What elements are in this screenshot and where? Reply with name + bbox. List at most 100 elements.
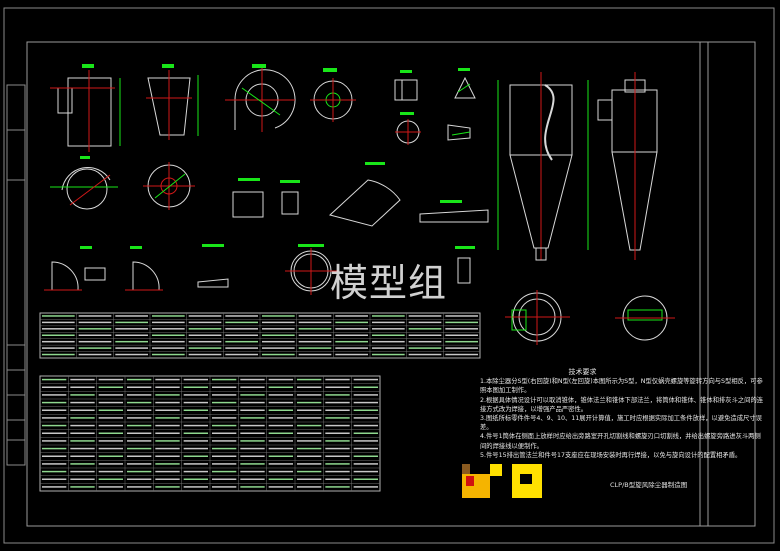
table-cell-mark [325, 424, 350, 427]
table-cell-mark [268, 470, 293, 473]
table-cell-mark [212, 455, 237, 457]
table-cell-mark [127, 486, 152, 488]
table-cell-mark [78, 321, 112, 324]
table-cell-mark [268, 386, 293, 388]
table-cell-mark [188, 334, 222, 336]
table-cell-mark [353, 463, 378, 465]
table-cell-mark [297, 486, 322, 488]
table-cell-mark [298, 347, 332, 349]
left-title-strip [6, 84, 26, 466]
table-cell-mark [127, 447, 152, 450]
table-cell-mark [212, 463, 237, 465]
table-cell-mark [155, 447, 180, 450]
table-cell-mark [127, 432, 152, 434]
table-cell-mark [98, 470, 123, 473]
table-cell-mark [297, 424, 322, 427]
table-cell-mark [325, 478, 350, 480]
table-cell-mark [70, 417, 95, 419]
table-cell-mark [335, 340, 368, 343]
table-cell-mark [155, 432, 180, 434]
table-cell-mark [212, 478, 237, 480]
table-cell-mark [78, 315, 112, 317]
table-cell-mark [42, 315, 75, 317]
table-cell-mark [152, 334, 185, 336]
table-cell-mark [155, 478, 180, 480]
table-cell-mark [325, 401, 350, 404]
table-cell-mark [70, 447, 95, 450]
table-cell-mark [325, 409, 350, 411]
table-cell-mark [408, 328, 442, 330]
part-quarter-arcs [44, 244, 229, 291]
table-cell-mark [98, 386, 123, 388]
table-cell-mark [70, 401, 95, 404]
tech-item: 4.件号1筒体在侧面上放样时应给出旁路室开孔切割线和螺旋刃口切割线，并给出螺旋旁… [480, 433, 761, 450]
table-cell-mark [408, 353, 442, 356]
table-cell-mark [127, 455, 152, 457]
table-cell-mark [98, 432, 123, 434]
table-cell-mark [42, 409, 67, 411]
table-cell-mark [240, 432, 265, 434]
table-cell-mark [155, 386, 180, 388]
table-cell-mark [240, 424, 265, 427]
table-cell-mark [70, 432, 95, 434]
table-cell-mark [353, 447, 378, 450]
table-cell-mark [297, 394, 322, 396]
table-cell-mark [325, 432, 350, 434]
table-cell-mark [408, 347, 442, 349]
table-cell-mark [262, 347, 295, 349]
table-cell-mark [325, 447, 350, 450]
table-cell-mark [212, 447, 237, 450]
table-cell-mark [262, 340, 295, 343]
table-cell-mark [127, 440, 152, 442]
inner-frame [26, 41, 756, 527]
table-cell-mark [297, 409, 322, 411]
part-large-circle [285, 244, 475, 295]
table-cell-mark [42, 347, 75, 349]
table-cell-mark [325, 486, 350, 488]
table-cell-mark [240, 486, 265, 488]
tech-item: 2.根据具体情况设计可以取消锥体，锥体法兰和锥体下部法兰，将筒体和锥体、锥体和排… [480, 396, 764, 413]
table-cell-mark [183, 447, 208, 450]
table-cell-mark [325, 386, 350, 388]
table-cell-mark [98, 440, 123, 442]
table-cell-mark [42, 334, 75, 336]
table-cell-mark [70, 424, 95, 427]
spec-table-top-grid [40, 313, 480, 358]
table-cell-mark [127, 409, 152, 411]
table-cell-mark [42, 486, 67, 488]
section-views-bottom-right [505, 290, 675, 345]
table-cell-mark [70, 486, 95, 488]
table-cell-mark [353, 417, 378, 419]
table-cell-mark [155, 409, 180, 411]
table-cell-mark [372, 347, 405, 349]
logo [462, 464, 552, 500]
table-cell-mark [155, 463, 180, 465]
table-cell-mark [78, 353, 112, 356]
table-cell-mark [268, 417, 293, 419]
table-cell-mark [240, 440, 265, 442]
table-cell-mark [297, 447, 322, 450]
table-cell-mark [335, 315, 368, 317]
table-cell-mark [98, 486, 123, 488]
watermark: 模型组 [330, 261, 448, 305]
table-cell-mark [212, 417, 237, 419]
table-cell-mark [353, 409, 378, 411]
table-cell-mark [240, 478, 265, 480]
table-cell-mark [70, 378, 95, 381]
part-small-block [394, 68, 476, 101]
table-cell-mark [262, 321, 295, 324]
table-cell-mark [297, 440, 322, 442]
table-cell-mark [155, 401, 180, 404]
table-cell-mark [42, 447, 67, 450]
table-cell-mark [115, 347, 148, 349]
table-cell-mark [325, 378, 350, 381]
table-cell-mark [353, 424, 378, 427]
table-cell-mark [183, 417, 208, 419]
table-cell-mark [297, 463, 322, 465]
table-cell-mark [183, 424, 208, 427]
table-cell-mark [70, 463, 95, 465]
table-cell-mark [262, 315, 295, 317]
table-cell-mark [183, 401, 208, 404]
table-cell-mark [268, 394, 293, 396]
table-cell-mark [127, 394, 152, 396]
